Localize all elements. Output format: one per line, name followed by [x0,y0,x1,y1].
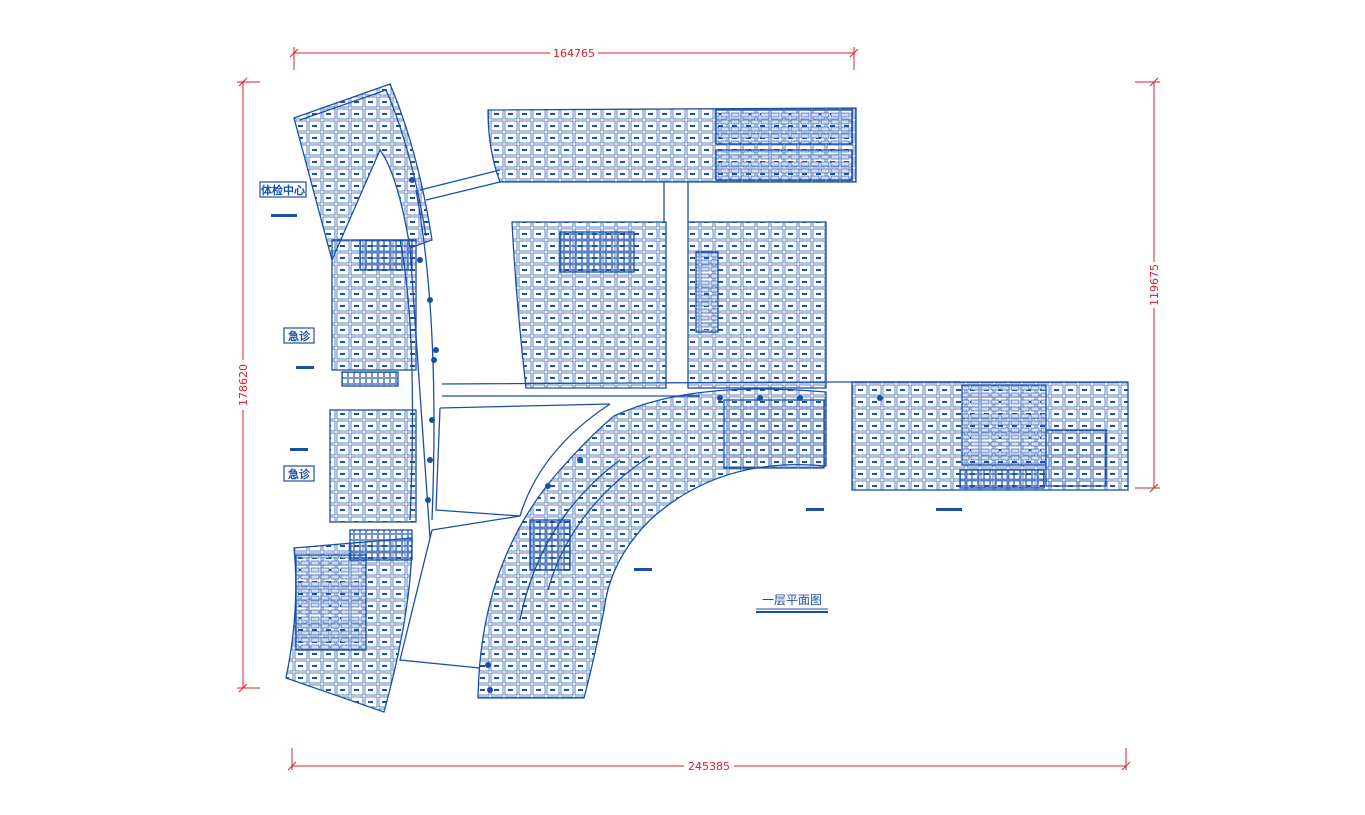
landscape-markers [409,177,883,693]
label-checkup-center: 体检中心 [259,181,307,198]
dimension-bottom-value: 245385 [688,760,730,773]
building-outline [285,83,1129,713]
drawing-title: 一层平面图 [756,593,828,613]
label-outpatient: 急诊 [283,465,315,482]
wing-north-west [293,83,433,262]
entrance-markers [271,214,962,571]
label-emergency-text: 急诊 [288,329,311,343]
block-west-2 [329,409,417,523]
label-emergency: 急诊 [283,327,315,344]
dimension-left-value: 178620 [237,364,250,406]
label-checkup-center-text: 体检中心 [261,183,305,197]
drawing-title-text: 一层平面图 [762,593,822,607]
dimension-right-value: 119675 [1148,264,1161,306]
label-outpatient-text: 急诊 [288,467,311,481]
dimension-top-value: 164765 [553,47,595,60]
